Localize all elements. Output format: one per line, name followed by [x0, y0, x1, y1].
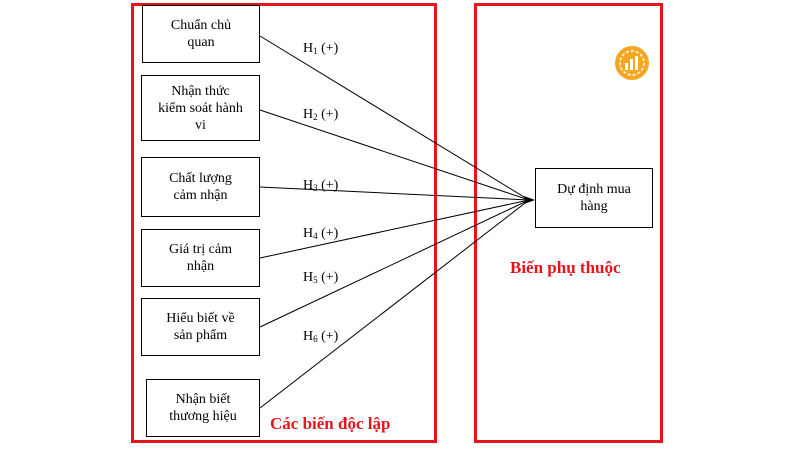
variable-box-gia-tri-cam-nhan: Giá trị cảm nhận: [141, 229, 260, 287]
dependent-variable-frame: [474, 3, 663, 443]
hypothesis-label-6: H6 (+): [303, 329, 339, 344]
variable-box-hieu-biet-san-pham: Hiểu biết về sản phẩm: [141, 298, 260, 356]
hypothesis-label-5: H5 (+): [303, 270, 339, 285]
hypothesis-line-6: [259, 199, 530, 409]
independent-group-label: Các biến độc lập: [270, 414, 391, 433]
dependent-variable-box: Dự định mua hàng: [535, 168, 653, 228]
hypothesis-line-5: [259, 199, 530, 328]
variable-box-chuan-chu-quan: Chuẩn chủ quan: [142, 5, 260, 63]
hypothesis-line-3: [259, 186, 530, 201]
hypothesis-label-3: H3 (+): [303, 178, 339, 193]
chart-logo-icon: [615, 46, 649, 80]
hypothesis-label-2: H2 (+): [303, 107, 339, 122]
arrowhead: [524, 196, 535, 204]
variable-box-nhan-thuc-kiem-soat: Nhận thức kiểm soát hành vi: [141, 75, 260, 141]
hypothesis-line-2: [259, 109, 530, 201]
hypothesis-label-4: H4 (+): [303, 226, 339, 241]
dependent-group-label: Biến phụ thuộc: [510, 258, 621, 277]
hypothesis-line-1: [259, 35, 530, 201]
variable-box-chat-luong-cam-nhan: Chất lượng cảm nhận: [141, 157, 260, 217]
independent-variables-frame: [131, 3, 437, 443]
variable-box-nhan-biet-thuong-hieu: Nhận biết thương hiệu: [146, 379, 260, 437]
hypothesis-label-1: H1 (+): [303, 41, 339, 56]
hypothesis-line-4: [259, 199, 530, 259]
